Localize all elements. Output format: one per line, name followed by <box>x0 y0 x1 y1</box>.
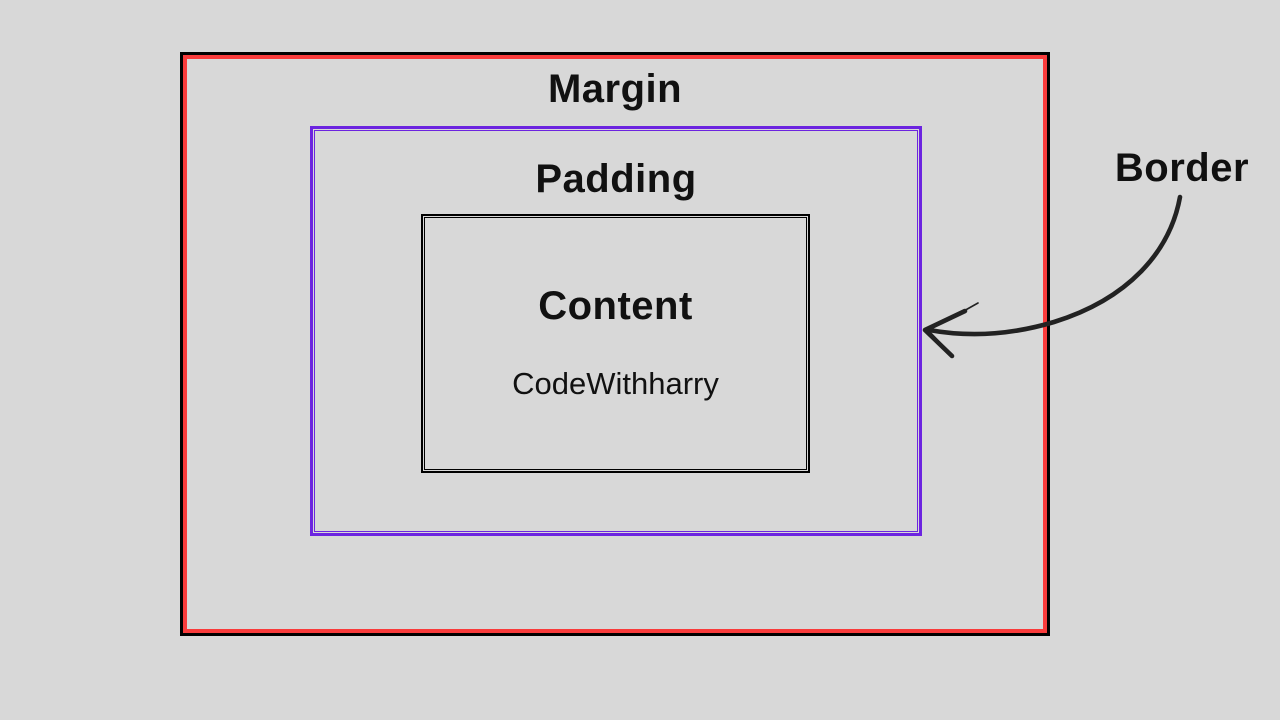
content-label: Content <box>538 284 693 328</box>
content-box <box>421 214 810 473</box>
margin-box <box>180 52 1050 636</box>
margin-label: Margin <box>547 67 683 111</box>
border-label: Border <box>1114 146 1250 190</box>
padding-box <box>310 126 922 536</box>
padding-label: Padding <box>535 157 697 201</box>
content-caption: CodeWithharry <box>512 366 719 401</box>
